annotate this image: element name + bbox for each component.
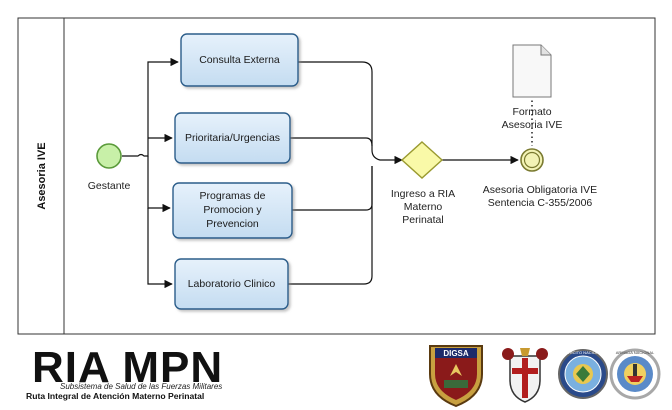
task-label-line-2: Promocion y bbox=[203, 204, 262, 216]
exclusive-gateway[interactable] bbox=[400, 141, 444, 179]
task-consulta-externa[interactable]: Consulta Externa bbox=[180, 33, 299, 87]
army-seal-icon: EJÉRCITO NACIONAL bbox=[558, 349, 608, 399]
gateway-label-line-3: Perinatal bbox=[402, 214, 443, 226]
task-prioritaria-urgencias[interactable]: Prioritaria/Urgencias bbox=[174, 112, 291, 164]
process-diagram: Asesoria IVE Gestante Consulta Externa P… bbox=[17, 17, 656, 335]
end-event[interactable] bbox=[520, 148, 544, 172]
start-split-connectors bbox=[122, 57, 179, 289]
task-label-line-3: Prevencion bbox=[206, 218, 259, 230]
task-label: Prioritaria/Urgencias bbox=[185, 132, 280, 144]
start-event-label: Gestante bbox=[88, 180, 131, 192]
document-label-line-2: Asesoria IVE bbox=[502, 119, 563, 131]
task-label-line-1: Programas de bbox=[200, 190, 266, 202]
gateway-label-line-2: Materno bbox=[404, 201, 443, 213]
lane-label: Asesoria IVE bbox=[36, 142, 48, 209]
pool-border bbox=[17, 17, 656, 335]
logo-title: RIA MPN bbox=[32, 343, 224, 392]
task-label: Laboratorio Clinico bbox=[188, 278, 276, 290]
document-artifact[interactable] bbox=[512, 44, 552, 98]
end-event-label-line-2: Sentencia C-355/2006 bbox=[488, 197, 593, 209]
army-crest-icon bbox=[502, 348, 548, 403]
end-event-label-line-1: Asesoria Obligatoria IVE bbox=[483, 184, 597, 196]
badge-text: DIGSA bbox=[443, 349, 469, 358]
merge-connectors bbox=[288, 61, 403, 285]
document-label-line-1: Formato bbox=[512, 106, 551, 118]
footer: RIA MPN Subsistema de Salud de las Fuerz… bbox=[0, 340, 672, 410]
navy-seal-icon: ARMADA NACIONAL bbox=[609, 348, 661, 400]
task-laboratorio-clinico[interactable]: Laboratorio Clinico bbox=[174, 258, 289, 310]
logo-tagline: Ruta Integral de Atención Materno Perina… bbox=[26, 391, 205, 401]
digsa-badge-icon: DIGSA bbox=[429, 345, 483, 408]
task-programas-promocion-prevencion[interactable]: Programas de Promocion y Prevencion bbox=[172, 182, 293, 239]
task-label: Consulta Externa bbox=[199, 54, 280, 66]
start-event[interactable] bbox=[96, 143, 122, 169]
gateway-label-line-1: Ingreso a RIA bbox=[391, 188, 455, 200]
seal-1-text: EJÉRCITO NACIONAL bbox=[562, 350, 604, 355]
seal-2-text: ARMADA NACIONAL bbox=[616, 350, 655, 355]
logo-subtitle: Subsistema de Salud de las Fuerzas Milit… bbox=[60, 382, 223, 391]
